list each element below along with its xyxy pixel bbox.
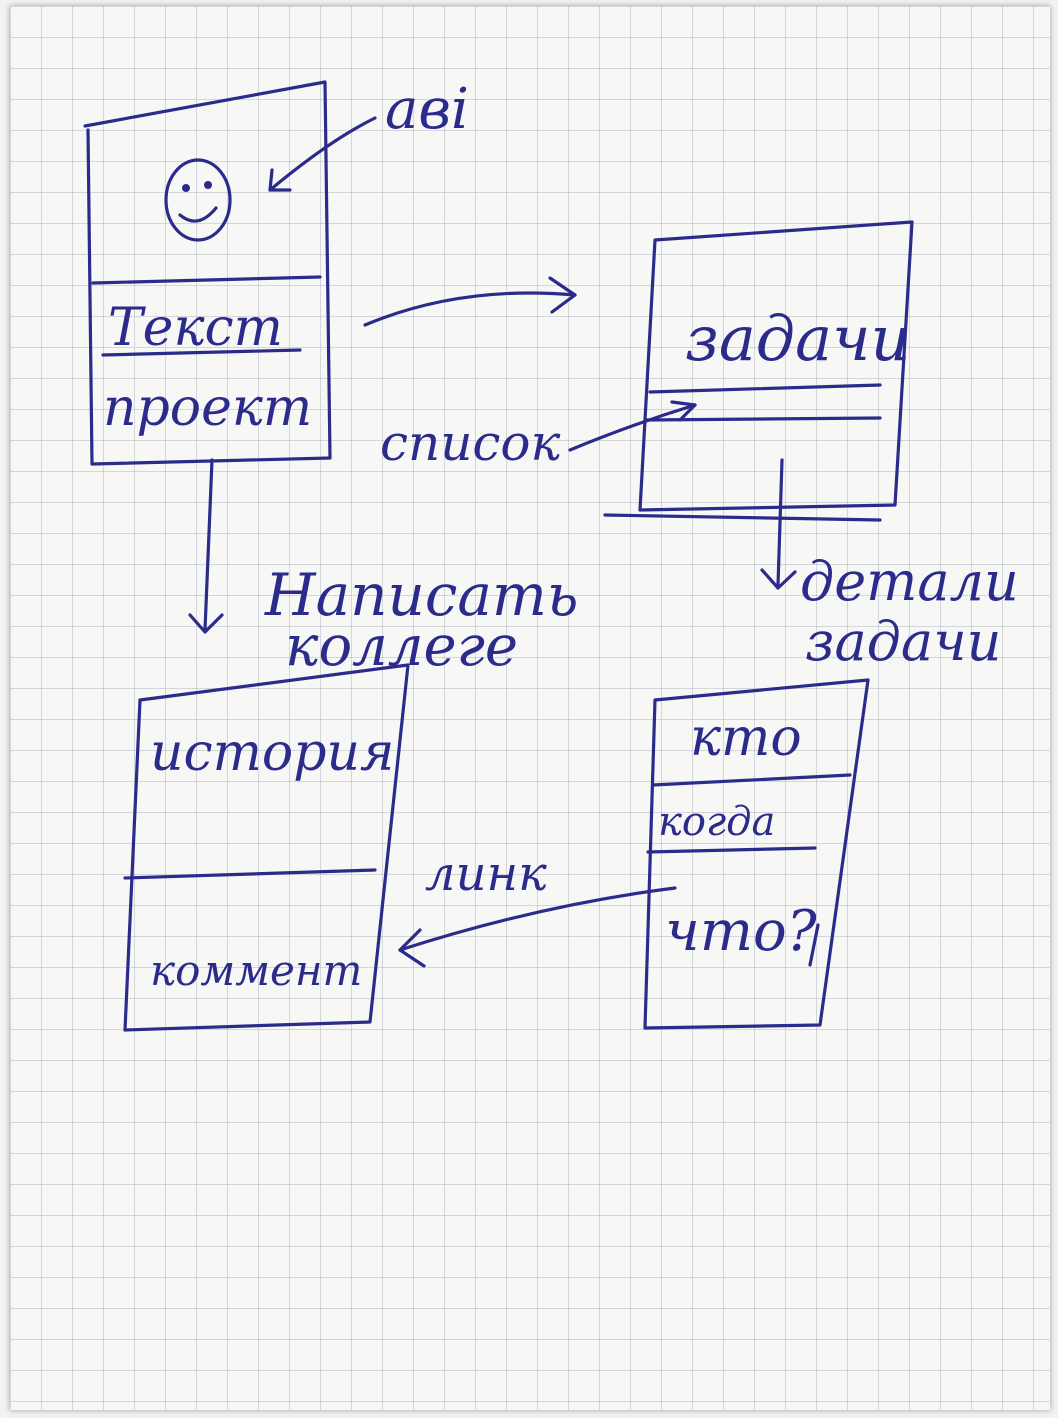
history-label: история bbox=[150, 723, 394, 783]
who-label: кто bbox=[690, 708, 802, 768]
graph-paper-sheet bbox=[10, 6, 1050, 1410]
tasks-title: задачи bbox=[685, 302, 911, 375]
avatar-label: аві bbox=[385, 77, 469, 142]
profile-to-chat-arrow bbox=[203, 458, 214, 632]
task-details-label: детали bbox=[800, 550, 1019, 613]
comments-label: коммент bbox=[150, 946, 362, 995]
avatar-arrow bbox=[268, 116, 377, 192]
what-label: что? bbox=[665, 899, 818, 964]
tasks-to-details-arrow bbox=[776, 458, 784, 587]
chat-card bbox=[123, 663, 410, 1032]
link-arrow bbox=[398, 886, 677, 952]
text-label: Текст bbox=[108, 298, 283, 358]
task-details-card bbox=[643, 678, 870, 1030]
when-label: когда bbox=[658, 799, 775, 845]
list-arrow bbox=[568, 403, 697, 452]
project-label: проект bbox=[103, 378, 312, 438]
avatar-face-icon bbox=[164, 158, 232, 242]
write-colleague-label: Написать bbox=[264, 561, 579, 629]
list-label: список bbox=[380, 414, 561, 472]
project-to-tasks-arrow bbox=[363, 291, 577, 327]
task-details-label-2: задачи bbox=[805, 610, 1001, 673]
write-colleague-label-2: коллеге bbox=[285, 614, 518, 679]
link-label: линк bbox=[425, 846, 547, 902]
profile-card bbox=[83, 80, 377, 466]
